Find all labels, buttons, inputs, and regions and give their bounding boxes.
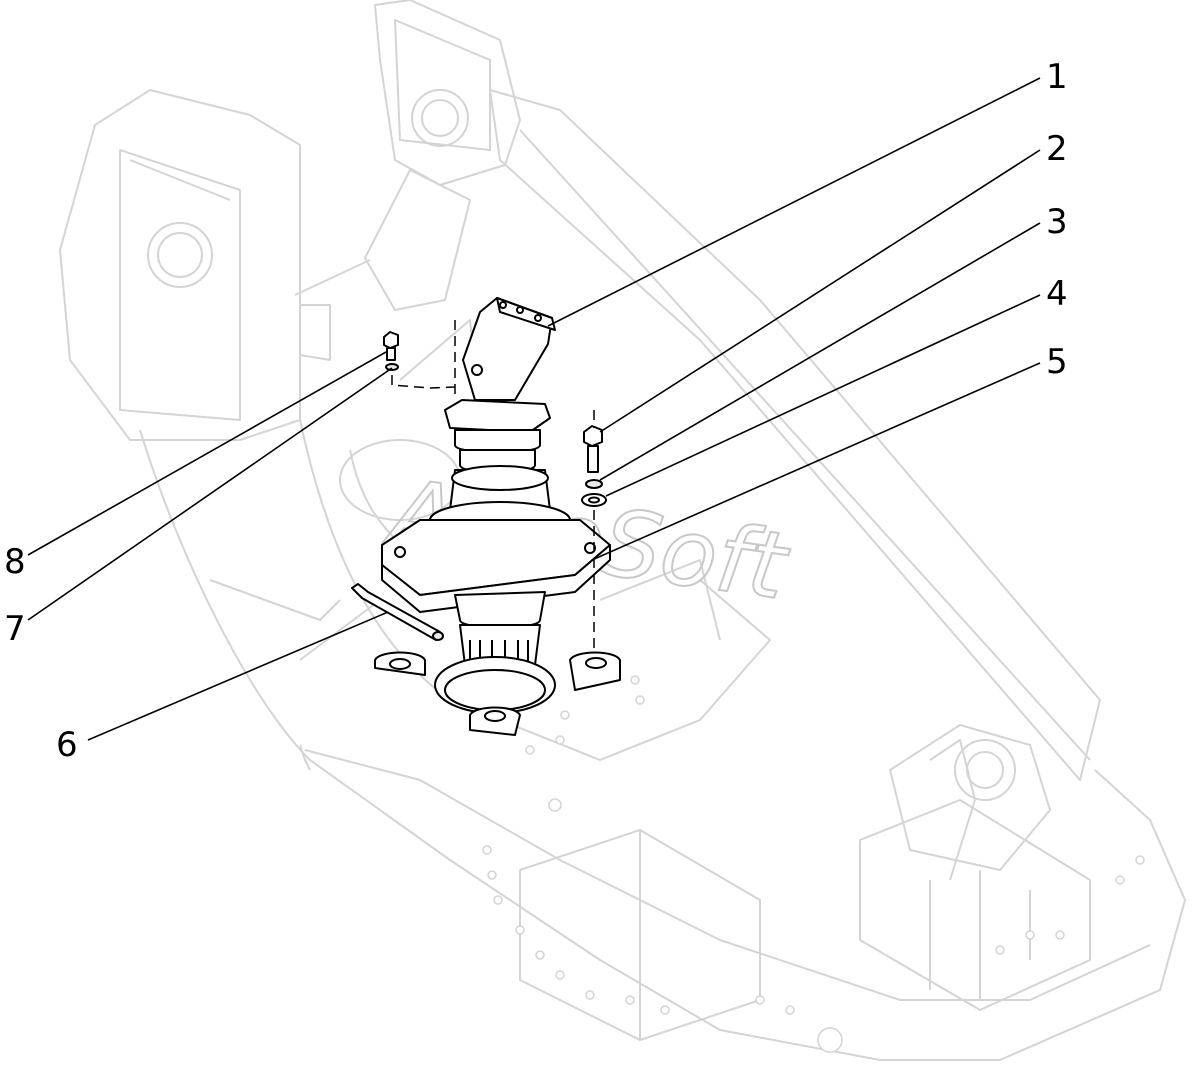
turntable-bore	[374, 651, 621, 736]
callout-2: 2	[1046, 129, 1068, 169]
fasteners	[351, 331, 607, 641]
frame-background	[59, 0, 1186, 1061]
callout-1: 1	[1046, 57, 1068, 97]
leader-lines	[27, 77, 1041, 741]
callout-6: 6	[56, 725, 78, 765]
callout-4: 4	[1046, 274, 1068, 314]
callout-5: 5	[1046, 342, 1068, 382]
callout-8: 8	[4, 542, 26, 582]
assembly-axes	[391, 320, 595, 650]
callout-3: 3	[1046, 202, 1068, 242]
callout-7: 7	[4, 609, 26, 649]
